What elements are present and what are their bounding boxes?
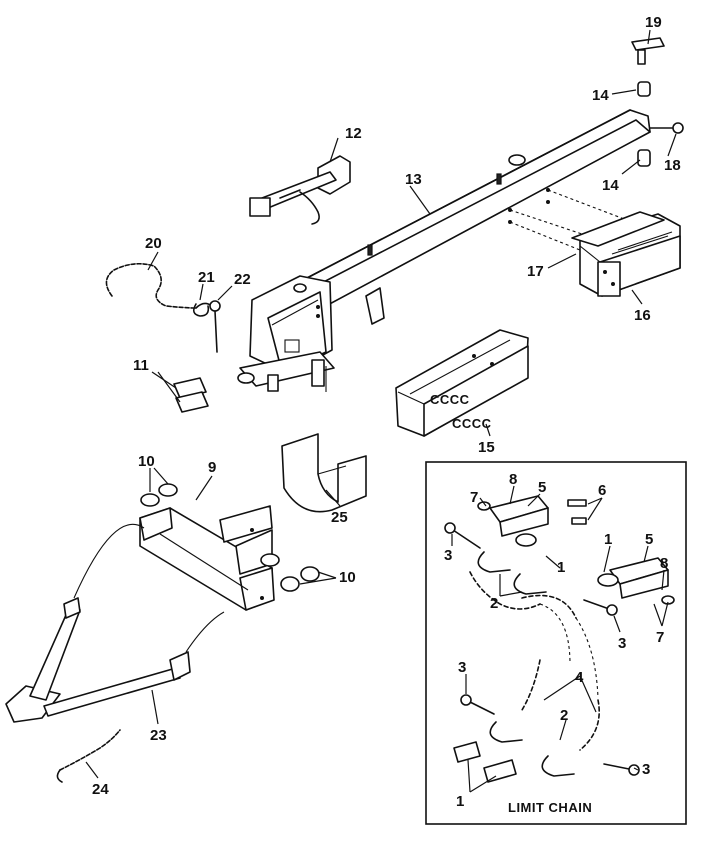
inset-frame (425, 461, 687, 825)
callout-11: 11 (133, 357, 149, 374)
callout-24: 24 (92, 781, 109, 798)
u-bracket-25 (281, 433, 367, 513)
pin-22 (209, 300, 221, 353)
callout-10-lower: 10 (339, 569, 356, 586)
callout-8-right: 8 (660, 555, 668, 572)
callout-15: 15 (478, 439, 495, 456)
jack-assembly (249, 155, 351, 225)
callout-18: 18 (664, 157, 681, 174)
callout-19: 19 (645, 14, 662, 31)
callout-8-upper: 8 (509, 471, 517, 488)
callout-14-upper: 14 (592, 87, 609, 104)
callout-3-b: 3 (618, 635, 626, 652)
inset-caption: LIMIT CHAIN (508, 800, 592, 815)
callout-5-upper: 5 (538, 479, 546, 496)
callout-2-upper: 2 (490, 595, 498, 612)
callout-7-upper: 7 (470, 489, 478, 506)
callout-14-lower: 14 (602, 177, 619, 194)
limit-chain-inset (425, 461, 687, 825)
callout-3-c: 3 (458, 659, 466, 676)
hook-21 (192, 303, 210, 317)
leader-lines (85, 29, 677, 793)
callout-4: 4 (575, 669, 584, 686)
callout-13: 13 (405, 171, 422, 188)
callout-23: 23 (150, 727, 167, 744)
callout-6: 6 (598, 482, 606, 499)
callout-7-lower: 7 (656, 629, 664, 646)
callout-1-lower: 1 (456, 793, 464, 810)
callout-12: 12 (345, 125, 362, 142)
front-frame-9 (139, 483, 320, 611)
callout-16: 16 (634, 307, 651, 324)
callout-1-mid: 1 (557, 559, 565, 576)
channel-15: CCCC CCCC (395, 329, 529, 437)
rear-pin-group (631, 37, 684, 167)
callout-5-right: 5 (645, 531, 653, 548)
channel-slot-marks: CCCC (430, 392, 470, 407)
rear-bracket (571, 211, 681, 297)
callout-3-d: 3 (642, 761, 650, 778)
callout-labels: 12 13 19 14 14 18 17 16 20 21 22 11 15 2… (92, 14, 681, 815)
safety-chain-24 (56, 729, 121, 783)
callout-10-upper: 10 (138, 453, 155, 470)
callout-20: 20 (145, 235, 162, 252)
callout-3-a: 3 (444, 547, 452, 564)
callout-25: 25 (331, 509, 348, 526)
channel-slot-marks-lower: CCCC (452, 416, 492, 431)
callout-2-lower: 2 (560, 707, 568, 724)
callout-9: 9 (208, 459, 216, 476)
callout-21: 21 (198, 269, 215, 286)
callout-1-right: 1 (604, 531, 612, 548)
safety-chain-20 (105, 262, 213, 309)
callout-17: 17 (527, 263, 544, 280)
drawbar-beam (237, 109, 651, 392)
tongue-23 (5, 523, 225, 723)
shims-11 (173, 377, 209, 413)
callout-22: 22 (234, 271, 251, 288)
